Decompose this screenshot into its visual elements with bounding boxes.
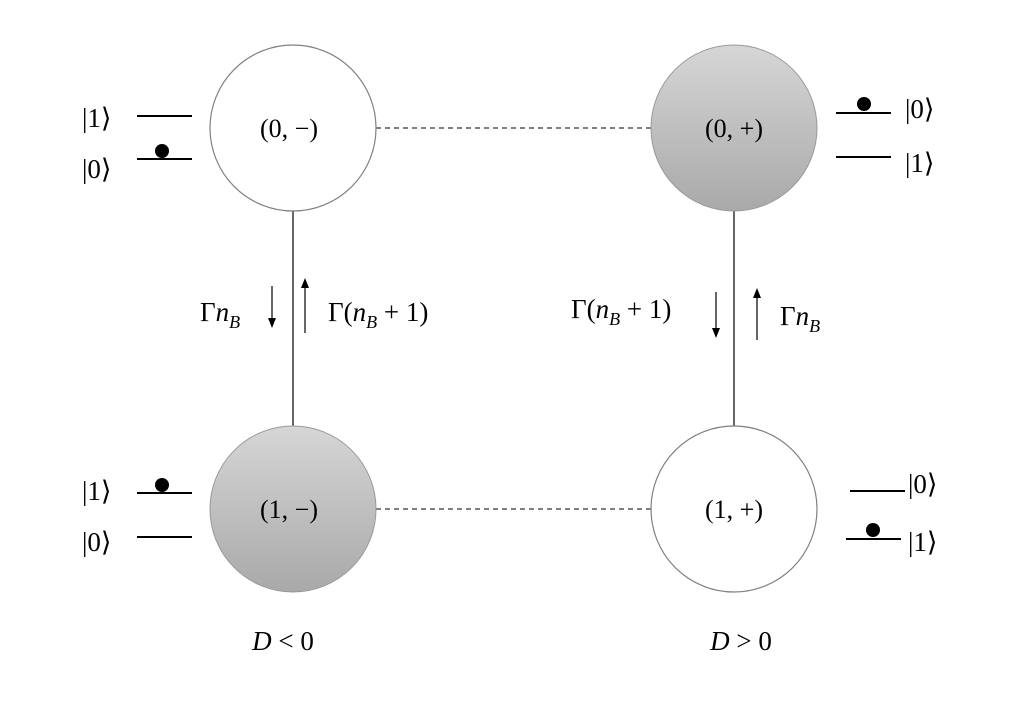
level-upper-label: |0⟩	[908, 469, 937, 499]
rate-label-left-up: Γ(nB + 1)	[328, 297, 428, 332]
level-upper-label: |1⟩	[82, 103, 111, 133]
level-lower-label: |0⟩	[82, 154, 111, 184]
rate-label-right-up: ΓnB	[780, 301, 820, 336]
region-label-right: D > 0	[709, 626, 772, 656]
level-lower-label: |1⟩	[905, 148, 934, 178]
levels-top-left: |1⟩ |0⟩	[82, 103, 192, 184]
arrow-left-down	[268, 286, 276, 328]
particle-dot	[866, 523, 880, 537]
region-label-left: D < 0	[251, 626, 314, 656]
node-top-right: (0, +)	[650, 44, 818, 212]
node-bottom-left: (1, −)	[209, 425, 377, 593]
rate-label-right-down: Γ(nB + 1)	[571, 294, 671, 329]
arrow-left-up	[301, 278, 309, 333]
level-upper-label: |0⟩	[905, 94, 934, 124]
particle-dot	[857, 97, 871, 111]
levels-bottom-left: |1⟩ |0⟩	[82, 476, 192, 557]
node-label: (1, −)	[260, 495, 318, 524]
node-top-left: (0, −)	[209, 44, 377, 212]
rate-label-left-down: ΓnB	[200, 297, 240, 332]
particle-dot	[155, 144, 169, 158]
levels-bottom-right: |0⟩ |1⟩	[846, 469, 937, 557]
node-label: (0, +)	[705, 114, 763, 143]
levels-top-right: |0⟩ |1⟩	[836, 94, 934, 178]
node-bottom-right: (1, +)	[650, 425, 818, 593]
level-upper-label: |1⟩	[82, 476, 111, 506]
arrow-right-down	[712, 292, 720, 338]
node-label: (1, +)	[705, 495, 763, 524]
arrow-right-up	[753, 288, 761, 340]
particle-dot	[155, 478, 169, 492]
level-lower-label: |0⟩	[82, 527, 111, 557]
level-lower-label: |1⟩	[908, 527, 937, 557]
node-label: (0, −)	[260, 114, 318, 143]
